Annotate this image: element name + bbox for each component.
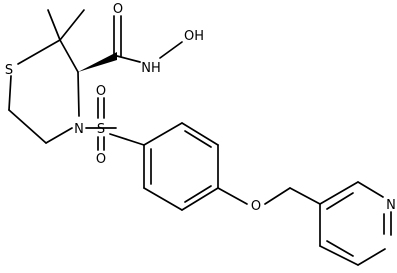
- bond-sulfonyl-phenyl: [109, 133, 145, 146]
- bond-pyridine-4: [357, 248, 386, 266]
- bond-pyridine-5: [319, 245, 359, 266]
- sulfonyl-sulfur-label: S: [97, 122, 105, 137]
- bond-benzene-inner-2: [184, 185, 212, 203]
- bond-pyridine-2: [357, 181, 384, 198]
- bond-c6-s: [8, 75, 12, 111]
- bond-ch2-pyridine: [289, 187, 321, 205]
- amide-nh-label: NH: [141, 61, 161, 76]
- bond-c5-c6: [8, 109, 47, 144]
- sulfonyl-oxygen-bottom-label: O: [96, 152, 106, 167]
- bond-benzene-2: [181, 122, 219, 146]
- bond-benzene-inner-1: [184, 130, 212, 148]
- ring-nitrogen-label: N: [74, 122, 84, 137]
- sulfonyl-oxygen-top-label: O: [96, 84, 106, 99]
- atom-labels: S O NH OH N S O O O N: [5, 2, 396, 214]
- bond-lines: [8, 9, 392, 266]
- bond-methyl-2: [59, 9, 85, 41]
- bond-pyridine-1: [319, 181, 359, 205]
- bond-s-c2: [17, 39, 61, 65]
- bond-c3-n4: [77, 71, 80, 117]
- bond-nh-oh: [159, 41, 183, 59]
- bond-n4-c5: [45, 127, 73, 144]
- bond-phenyl-ether: [217, 187, 248, 205]
- bond-benzene-5: [143, 187, 183, 211]
- bond-pyridine-inner-1: [326, 192, 354, 210]
- bond-c2-c3: [59, 39, 79, 73]
- bond-pyridine-inner-3: [326, 240, 354, 257]
- ring-sulfur-label: S: [5, 63, 13, 78]
- bond-benzene-1: [143, 122, 183, 146]
- ether-oxygen-label: O: [251, 199, 261, 214]
- bond-ether-ch2: [264, 187, 291, 205]
- hydroxyl-label: OH: [184, 29, 204, 44]
- bond-benzene-4: [181, 187, 219, 211]
- bond-wedge-c3-carbonyl: [78, 52, 117, 72]
- pyridine-nitrogen-label: N: [386, 198, 396, 213]
- amide-oxygen-label: O: [113, 2, 123, 17]
- bond-methyl-1: [47, 9, 61, 41]
- bond-carbonyl-nh: [116, 55, 141, 63]
